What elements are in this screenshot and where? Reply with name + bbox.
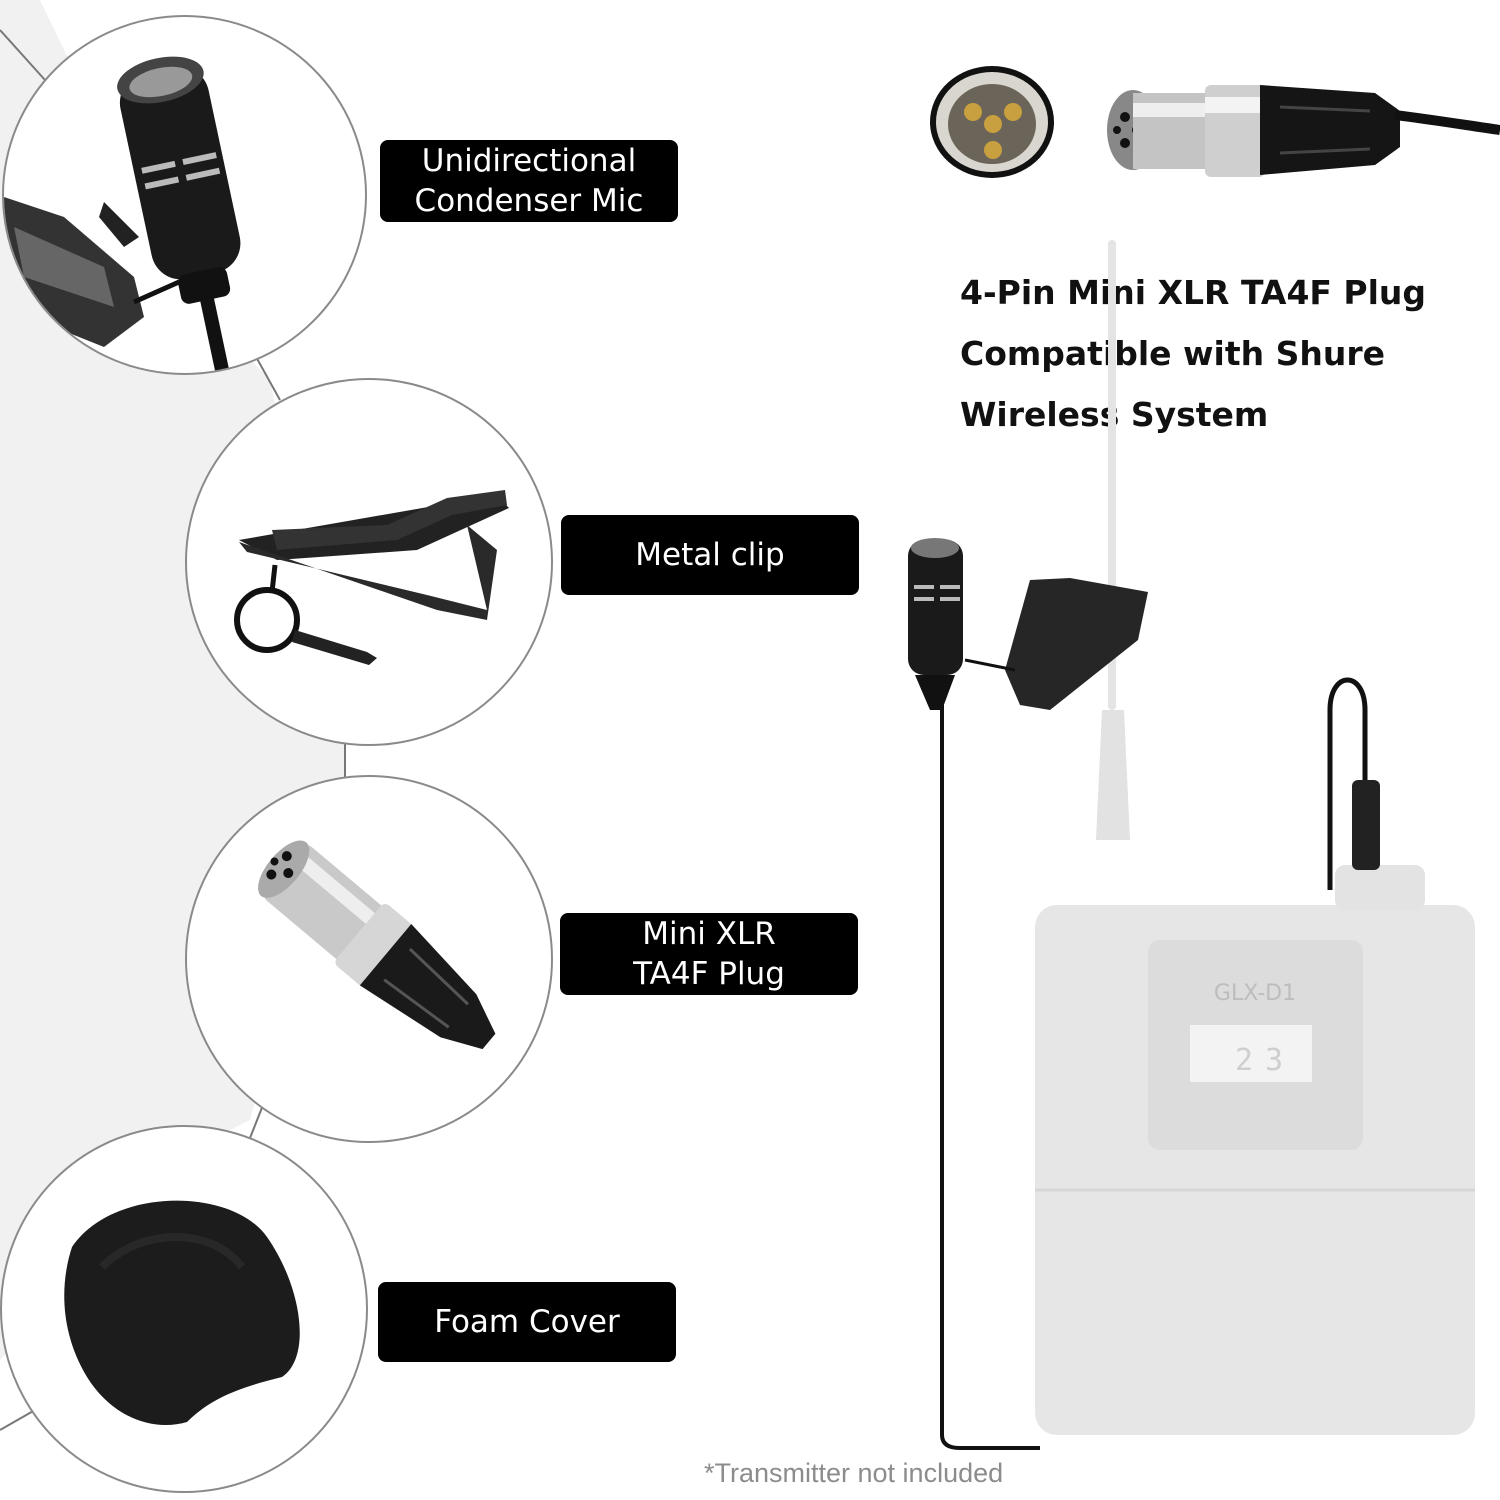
clip-feature-label: Metal clip (561, 515, 859, 595)
label-line: Mini XLR (642, 916, 776, 952)
foam-feature-label: Foam Cover (378, 1282, 676, 1362)
headline-line: 4-Pin Mini XLR TA4F Plug (960, 273, 1427, 312)
ta4f-connector-icon (1107, 85, 1500, 177)
transmitter-model: GLX-D1 (1214, 981, 1296, 1006)
mini-xlr-plug-icon (258, 840, 496, 1050)
label-line: TA4F Plug (633, 956, 785, 992)
label-line: Foam Cover (434, 1304, 620, 1340)
transmitter-footnote: *Transmitter not included (704, 1458, 1004, 1488)
plug-feature-circle (185, 775, 553, 1143)
display-digit-1: 2 (1235, 1043, 1253, 1078)
mic-feature-label: Unidirectional Condenser Mic (380, 140, 678, 222)
foam-feature-circle (0, 1125, 368, 1493)
tie-clip-icon (234, 490, 509, 665)
lavalier-mic-icon (4, 56, 241, 373)
plug-feature-label: Mini XLR TA4F Plug (560, 913, 858, 995)
headline-line: Compatible with Shure (960, 334, 1386, 373)
clip-feature-circle (185, 378, 553, 746)
mic-feature-circle (2, 15, 367, 375)
product-scene: GLX-D1 2 3 (908, 240, 1475, 1450)
xlr-pin-face-icon (930, 66, 1054, 178)
label-line: Metal clip (635, 537, 785, 573)
label-line: Unidirectional (421, 143, 637, 179)
display-digit-2: 3 (1265, 1043, 1283, 1078)
label-line: Condenser Mic (414, 183, 644, 219)
foam-windscreen-icon (64, 1200, 300, 1425)
